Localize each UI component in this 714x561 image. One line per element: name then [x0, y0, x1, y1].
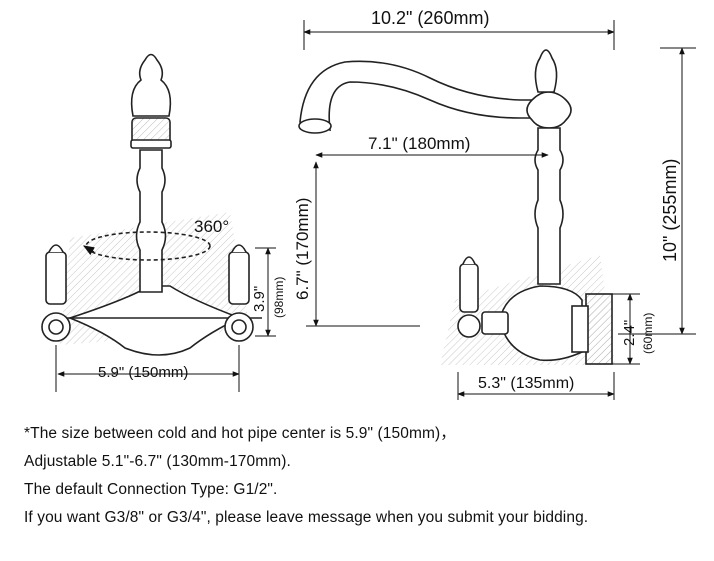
front-view-dimension-lines [55, 247, 276, 392]
note-connection-type: The default Connection Type: G1/2". [24, 481, 278, 498]
rotation-label: 360° [194, 217, 229, 236]
top-width-label: 10.2" (260mm) [371, 8, 489, 28]
left-height-label: 3.9" [251, 286, 268, 312]
note-adjustable: Adjustable 5.1"-6.7" (130mm-170mm). [24, 453, 291, 470]
side-view-dimension-lines [303, 20, 696, 400]
left-width-label: 5.9" (150mm) [98, 364, 188, 381]
side-view-faucet [298, 49, 615, 365]
front-view-faucet [41, 53, 262, 356]
notes-block: *The size between cold and hot pipe cent… [24, 420, 704, 532]
base-width-label: 5.3" (135mm) [478, 375, 574, 392]
flange-mm-label: (60mm) [641, 313, 655, 354]
flange-label: 2.4" [621, 320, 638, 346]
reach-label: 7.1" (180mm) [368, 134, 470, 153]
total-height-label: 10" (255mm) [660, 159, 680, 262]
left-height-mm-label: (98mm) [272, 277, 286, 318]
note-pipe-center: *The size between cold and hot pipe cent… [24, 425, 456, 442]
spout-height-label: 6.7" (170mm) [293, 198, 312, 300]
note-other-sizes: If you want G3/8" or G3/4", please leave… [24, 509, 589, 526]
faucet-dimension-diagram: 360° 5.9" (150mm) 3.9" (98mm) [41, 8, 696, 400]
